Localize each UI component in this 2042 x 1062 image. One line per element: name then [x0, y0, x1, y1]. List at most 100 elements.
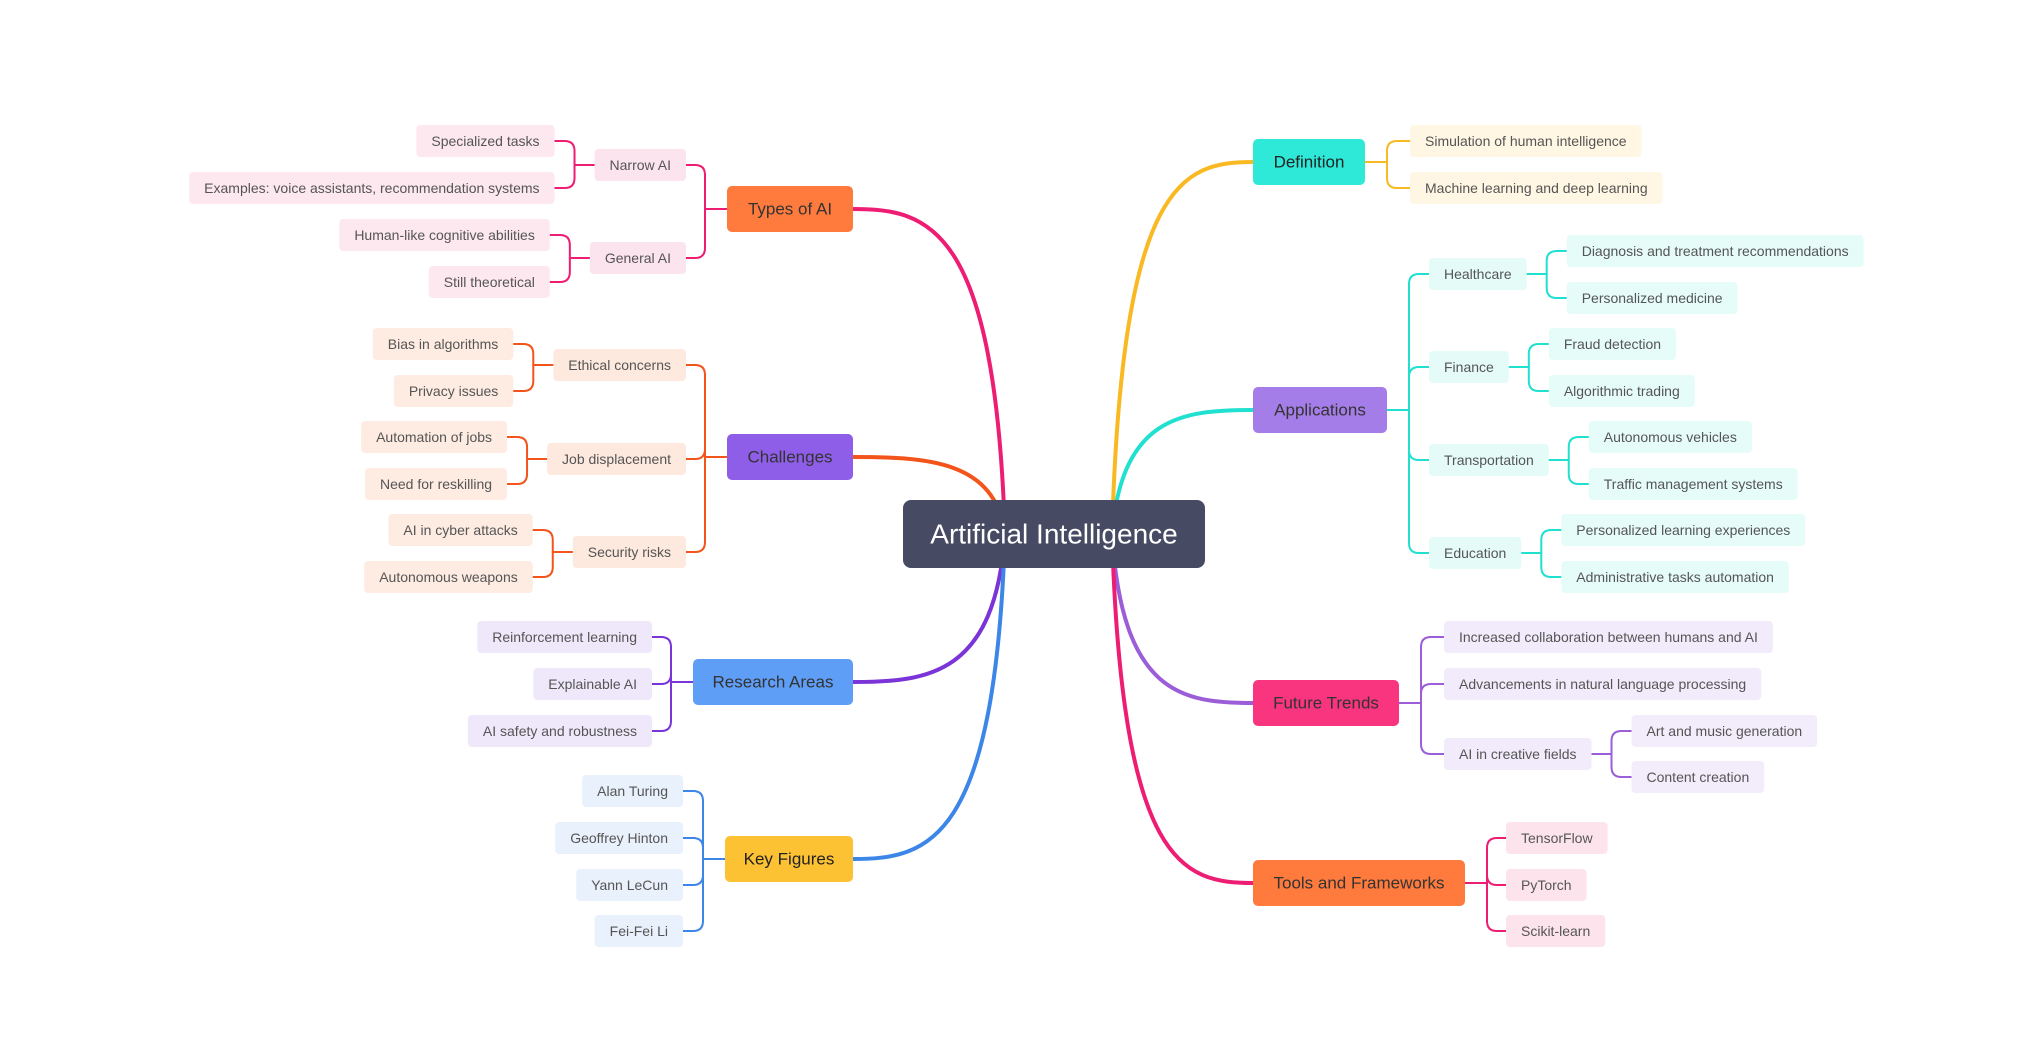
- edge-types-1-leaf-1: [548, 257, 571, 283]
- sub-node-applications-2[interactable]: [1429, 444, 1549, 476]
- sub-node-research-0-label: Reinforcement learning: [492, 629, 637, 645]
- edge-definition-sub-1: [1386, 161, 1411, 189]
- branch-types-label: Types of AI: [748, 200, 832, 219]
- leaf-node-challenges-1-0[interactable]: [361, 421, 508, 453]
- sub-node-challenges-0[interactable]: [553, 349, 686, 381]
- branch-future-label: Future Trends: [1273, 694, 1379, 713]
- edge-figures-sub-2: [682, 858, 704, 886]
- edge-types-0-leaf-0: [553, 140, 576, 166]
- sub-node-figures-3[interactable]: [594, 915, 683, 947]
- edge-applications-0-leaf-0: [1545, 250, 1568, 275]
- leaf-node-applications-1-1[interactable]: [1548, 375, 1695, 407]
- leaf-node-challenges-0-1[interactable]: [393, 375, 514, 407]
- leaf-node-challenges-2-0-label: AI in cyber attacks: [403, 522, 517, 538]
- sub-node-types-1[interactable]: [589, 242, 686, 274]
- sub-node-future-0[interactable]: [1444, 621, 1773, 653]
- sub-node-applications-1[interactable]: [1429, 351, 1509, 383]
- branch-future[interactable]: [1253, 680, 1399, 726]
- edge-root-definition: [1110, 160, 1255, 536]
- sub-node-future-2[interactable]: [1444, 738, 1592, 770]
- leaf-node-applications-3-0[interactable]: [1561, 514, 1806, 546]
- branch-definition-label: Definition: [1274, 153, 1345, 172]
- sub-node-types-0-label: Narrow AI: [610, 157, 671, 173]
- edge-applications-2-leaf-1: [1567, 459, 1590, 485]
- branch-challenges[interactable]: [727, 434, 853, 480]
- edge-challenges-0-leaf-1: [512, 364, 535, 392]
- sub-node-definition-1[interactable]: [1410, 172, 1663, 204]
- edge-applications-sub-0: [1408, 273, 1430, 411]
- leaf-node-types-1-0[interactable]: [339, 219, 550, 251]
- leaf-node-applications-1-0-label: Fraud detection: [1564, 336, 1661, 352]
- edge-figures-sub-1: [682, 837, 704, 860]
- sub-node-figures-0-label: Alan Turing: [597, 783, 668, 799]
- branch-definition[interactable]: [1253, 139, 1365, 185]
- branch-research[interactable]: [693, 659, 853, 705]
- sub-node-figures-2-label: Yann LeCun: [591, 877, 668, 893]
- sub-node-applications-0[interactable]: [1429, 258, 1527, 290]
- edge-root-figures: [851, 532, 1007, 861]
- root-node[interactable]: [903, 500, 1205, 568]
- sub-node-research-2[interactable]: [467, 715, 652, 747]
- branch-types[interactable]: [727, 186, 853, 232]
- sub-node-figures-0[interactable]: [582, 775, 683, 807]
- leaf-node-applications-2-1-label: Traffic management systems: [1604, 476, 1783, 492]
- edge-figures-sub-0: [682, 790, 704, 860]
- leaf-node-applications-1-0[interactable]: [1548, 328, 1677, 360]
- sub-node-applications-0-label: Healthcare: [1444, 266, 1512, 282]
- leaf-node-applications-1-1-label: Algorithmic trading: [1564, 383, 1680, 399]
- sub-node-figures-2[interactable]: [576, 869, 683, 901]
- leaf-node-challenges-0-0[interactable]: [372, 328, 514, 360]
- edge-research-sub-2: [651, 681, 672, 732]
- leaf-node-types-1-0-label: Human-like cognitive abilities: [354, 227, 535, 243]
- edge-root-tools: [1110, 532, 1255, 885]
- branch-figures-label: Key Figures: [744, 850, 835, 869]
- leaf-node-challenges-0-1-label: Privacy issues: [409, 383, 498, 399]
- leaf-node-applications-0-1[interactable]: [1566, 282, 1738, 314]
- leaf-node-challenges-2-0[interactable]: [388, 514, 533, 546]
- leaf-node-applications-0-0[interactable]: [1566, 235, 1864, 267]
- sub-node-challenges-1[interactable]: [547, 443, 686, 475]
- sub-node-future-0-label: Increased collaboration between humans a…: [1459, 629, 1758, 645]
- leaf-node-types-0-1[interactable]: [189, 172, 555, 204]
- sub-node-figures-1-label: Geoffrey Hinton: [570, 830, 668, 846]
- edge-root-applications: [1110, 408, 1255, 536]
- leaf-node-challenges-2-1[interactable]: [364, 561, 533, 593]
- leaf-node-challenges-2-1-label: Autonomous weapons: [379, 569, 518, 585]
- sub-node-challenges-0-label: Ethical concerns: [568, 357, 671, 373]
- leaf-node-types-1-1[interactable]: [428, 266, 550, 298]
- sub-node-types-0[interactable]: [594, 149, 686, 181]
- sub-node-tools-0[interactable]: [1506, 822, 1608, 854]
- sub-node-research-1[interactable]: [533, 668, 652, 700]
- sub-node-tools-1[interactable]: [1506, 869, 1587, 901]
- sub-node-applications-3[interactable]: [1429, 537, 1522, 569]
- edge-challenges-sub-0: [685, 364, 706, 458]
- branch-figures[interactable]: [725, 836, 853, 882]
- sub-node-applications-1-label: Finance: [1444, 359, 1494, 375]
- leaf-node-applications-3-1[interactable]: [1561, 561, 1789, 593]
- edge-research-sub-0: [651, 636, 672, 683]
- sub-node-tools-2[interactable]: [1506, 915, 1606, 947]
- leaf-node-types-0-1-label: Examples: voice assistants, recommendati…: [204, 180, 539, 196]
- leaf-node-applications-2-1[interactable]: [1588, 468, 1798, 500]
- edge-types-sub-1: [685, 208, 706, 259]
- sub-node-applications-3-label: Education: [1444, 545, 1506, 561]
- leaf-node-future-2-0-label: Art and music generation: [1647, 723, 1803, 739]
- leaf-node-applications-3-0-label: Personalized learning experiences: [1576, 522, 1790, 538]
- sub-node-research-0[interactable]: [477, 621, 652, 653]
- leaf-node-applications-2-0[interactable]: [1588, 421, 1752, 453]
- edge-root-research: [851, 532, 1007, 684]
- sub-node-future-1[interactable]: [1444, 668, 1762, 700]
- leaf-node-future-2-1[interactable]: [1631, 761, 1765, 793]
- sub-node-definition-0[interactable]: [1410, 125, 1642, 157]
- leaf-node-future-2-0[interactable]: [1631, 715, 1818, 747]
- sub-node-tools-2-label: Scikit-learn: [1521, 923, 1590, 939]
- branch-applications[interactable]: [1253, 387, 1387, 433]
- branch-tools[interactable]: [1253, 860, 1465, 906]
- edge-challenges-1-leaf-1: [506, 458, 529, 485]
- sub-node-figures-1[interactable]: [555, 822, 683, 854]
- leaf-node-challenges-1-1[interactable]: [364, 468, 508, 500]
- sub-node-challenges-2[interactable]: [572, 536, 686, 568]
- leaf-node-types-0-0[interactable]: [416, 125, 555, 157]
- edge-challenges-1-leaf-0: [506, 436, 529, 460]
